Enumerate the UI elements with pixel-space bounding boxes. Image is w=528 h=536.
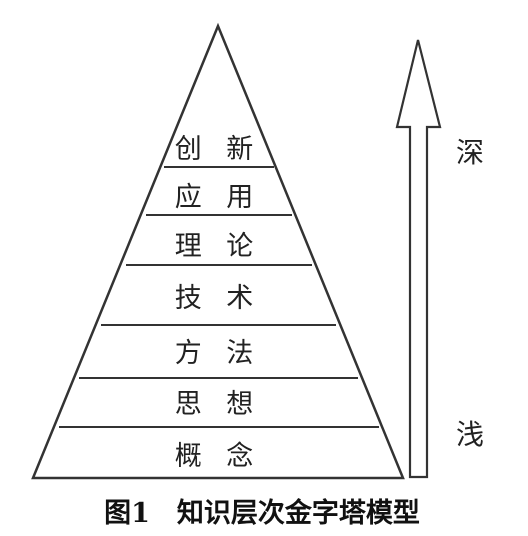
layer-label-theory: 理 论	[175, 231, 262, 262]
layer-label-innovation: 创 新	[175, 134, 262, 165]
depth-label-shallow: 浅	[456, 418, 484, 451]
layer-label-concept: 概 念	[175, 441, 262, 472]
pyramid-layer-labels: 创 新 应 用 理 论 技 术 方 法 思 想 概 念	[175, 134, 262, 472]
depth-label-deep: 深	[456, 136, 484, 169]
depth-arrow	[395, 39, 442, 479]
layer-label-technology: 技 术	[175, 283, 262, 314]
pyramid-dividers	[59, 166, 379, 428]
layer-label-method: 方 法	[175, 338, 262, 369]
figure-caption: 图1 知识层次金字塔模型	[104, 497, 420, 529]
layer-label-thought: 思 想	[175, 389, 262, 420]
layer-label-application: 应 用	[175, 182, 262, 213]
pyramid-outline	[31, 22, 405, 480]
